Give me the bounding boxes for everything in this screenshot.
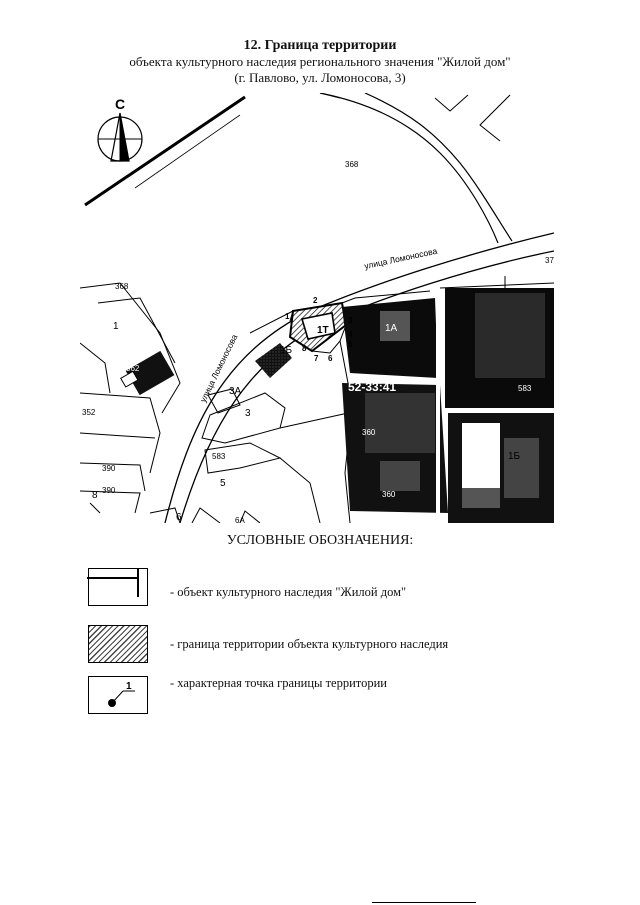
north-arrow-icon: С xyxy=(97,96,143,162)
legend-point-icon: 1 xyxy=(88,676,148,714)
parcel-label: 1Б xyxy=(280,345,293,356)
parcel-label: 360 xyxy=(382,490,396,499)
parcel-label: 583 xyxy=(518,384,532,393)
legend-boundary-icon xyxy=(88,625,148,663)
parcel-label: 6 xyxy=(176,512,182,523)
legend-point-number: 1 xyxy=(126,681,132,692)
legend-label: - объект культурного наследия "Жилой дом… xyxy=(170,585,407,599)
boundary-point-label: 1 xyxy=(285,312,290,321)
parcel-label: 368 xyxy=(345,160,359,169)
cadastral-map: С xyxy=(80,93,554,523)
parcel-label: 37 xyxy=(545,256,554,265)
footer-divider xyxy=(372,902,476,903)
parcel-label: 5 xyxy=(220,478,226,489)
north-label: С xyxy=(115,96,125,112)
parcel-label: 1Б xyxy=(508,451,521,462)
parcel-label: 6А xyxy=(235,516,245,523)
boundary-point-label: 6 xyxy=(328,354,333,363)
parcel-label: 3А xyxy=(229,386,242,397)
boundary-point-label: 8 xyxy=(302,344,307,353)
cadastral-block-label: 52-33:41 xyxy=(348,380,396,394)
parcel-label: 1А xyxy=(385,323,398,334)
street-label: улица Ломоносова xyxy=(363,246,438,271)
parcel-label: 362 xyxy=(126,364,140,373)
boundary-point-label: 7 xyxy=(314,354,319,363)
legend-heritage-object-icon xyxy=(87,568,148,606)
parcel-label: 390 xyxy=(102,464,116,473)
page-address: (г. Павлово, ул. Ломоносова, 3) xyxy=(234,70,406,85)
parcel-label: 1Т xyxy=(317,325,329,336)
page-subtitle: объекта культурного наследия регионально… xyxy=(129,54,511,69)
boundary-point-label: 4 xyxy=(348,330,353,339)
boundary-point-label: 2 xyxy=(313,296,318,305)
parcel-label: 390 xyxy=(102,486,116,495)
parcel-label: 1 xyxy=(113,321,119,332)
legend-label: - граница территории объекта культурного… xyxy=(170,637,449,651)
legend-label: - характерная точка границы территории xyxy=(170,676,387,690)
parcel-label: 3 xyxy=(245,408,251,419)
parcel-label: 368 xyxy=(115,282,129,291)
page-title: 12. Граница территории xyxy=(243,38,397,53)
legend-title: УСЛОВНЫЕ ОБОЗНАЧЕНИЯ: xyxy=(226,533,414,548)
parcel-label: 8 xyxy=(92,490,98,501)
parcel-label: 352 xyxy=(82,408,96,417)
parcel-label: 360 xyxy=(362,428,376,437)
boundary-point-label: 3 xyxy=(348,316,353,325)
parcel-label: 583 xyxy=(212,452,226,461)
boundary-point-label: 5 xyxy=(348,340,353,349)
